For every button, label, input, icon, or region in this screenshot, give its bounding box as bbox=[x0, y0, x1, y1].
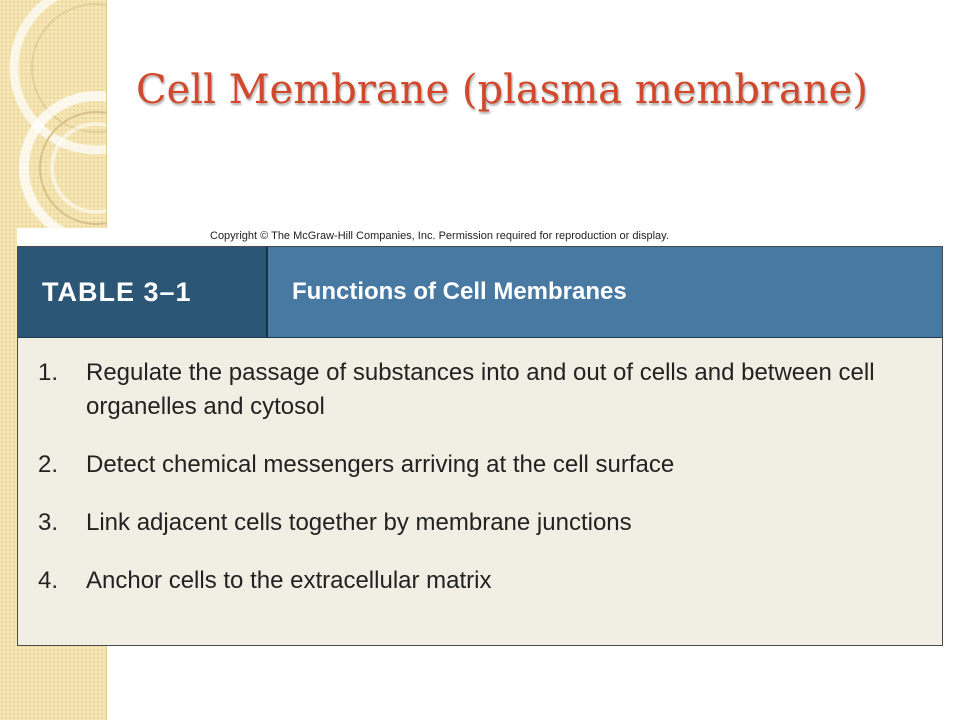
table-number: TABLE 3–1 bbox=[18, 247, 268, 337]
item-text: Detect chemical messengers arriving at t… bbox=[86, 451, 675, 478]
list-item: 2. Detect chemical messengers arriving a… bbox=[38, 448, 922, 482]
table-header: TABLE 3–1 Functions of Cell Membranes bbox=[18, 247, 942, 338]
functions-table: TABLE 3–1 Functions of Cell Membranes 1.… bbox=[17, 246, 943, 646]
copyright-notice: Copyright © The McGraw-Hill Companies, I… bbox=[210, 230, 669, 242]
item-number: 3. bbox=[38, 509, 59, 536]
item-text: Anchor cells to the extracellular matrix bbox=[86, 567, 492, 594]
list-item: 1. Regulate the passage of substances in… bbox=[38, 356, 922, 424]
item-text: Link adjacent cells together by membrane… bbox=[86, 509, 632, 536]
slide-title: Cell Membrane (plasma membrane) bbox=[136, 67, 868, 113]
item-text: Regulate the passage of substances into … bbox=[86, 359, 875, 420]
item-number: 1. bbox=[38, 359, 59, 386]
item-number: 4. bbox=[38, 567, 59, 594]
list-item: 4. Anchor cells to the extracellular mat… bbox=[38, 564, 922, 598]
table-caption: Functions of Cell Membranes bbox=[268, 247, 942, 337]
table-figure: Copyright © The McGraw-Hill Companies, I… bbox=[17, 228, 943, 646]
item-number: 2. bbox=[38, 451, 59, 478]
list-item: 3. Link adjacent cells together by membr… bbox=[38, 506, 922, 540]
functions-list: 1. Regulate the passage of substances in… bbox=[18, 338, 942, 622]
